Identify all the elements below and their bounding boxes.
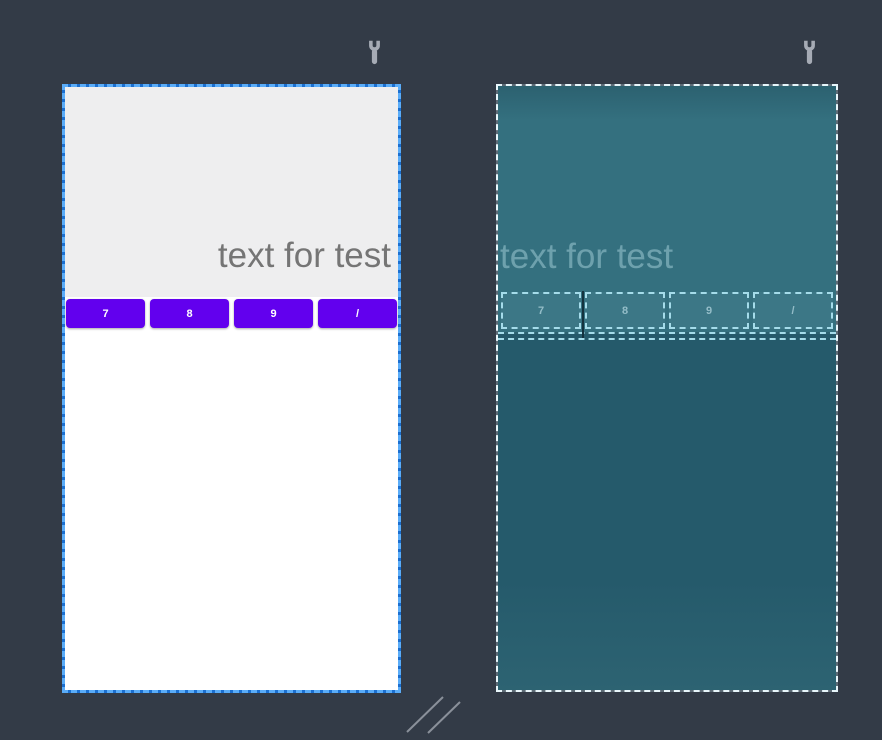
blueprint-button-divide[interactable]: / <box>753 292 833 329</box>
button-divide[interactable]: / <box>318 299 397 328</box>
blueprint-button-8[interactable]: 8 <box>585 292 665 329</box>
textview-text-for-test[interactable]: text for test <box>217 236 391 275</box>
canvas-resize-handle[interactable] <box>400 690 470 738</box>
vertical-guideline <box>582 291 584 338</box>
blueprint-button-row: 7 8 9 / <box>501 292 833 329</box>
wrench-icon <box>369 40 380 65</box>
button-9[interactable]: 9 <box>234 299 313 328</box>
wrench-icon <box>804 40 815 65</box>
wrench-icon[interactable] <box>366 37 383 65</box>
button-row: 7 8 9 / <box>66 299 397 328</box>
blueprint-surface[interactable]: text for test 7 8 9 / <box>496 84 838 692</box>
blueprint-button-7[interactable]: 7 <box>501 292 581 329</box>
button-7[interactable]: 7 <box>66 299 145 328</box>
design-surface[interactable]: text for test 7 8 9 / <box>62 84 401 693</box>
button-8[interactable]: 8 <box>150 299 229 328</box>
wrench-icon[interactable] <box>801 37 818 65</box>
blueprint-button-9[interactable]: 9 <box>669 292 749 329</box>
blueprint-section-boundary <box>498 338 836 340</box>
blueprint-textview-text-for-test[interactable]: text for test <box>500 237 674 276</box>
header-panel[interactable]: text for test <box>65 87 398 297</box>
